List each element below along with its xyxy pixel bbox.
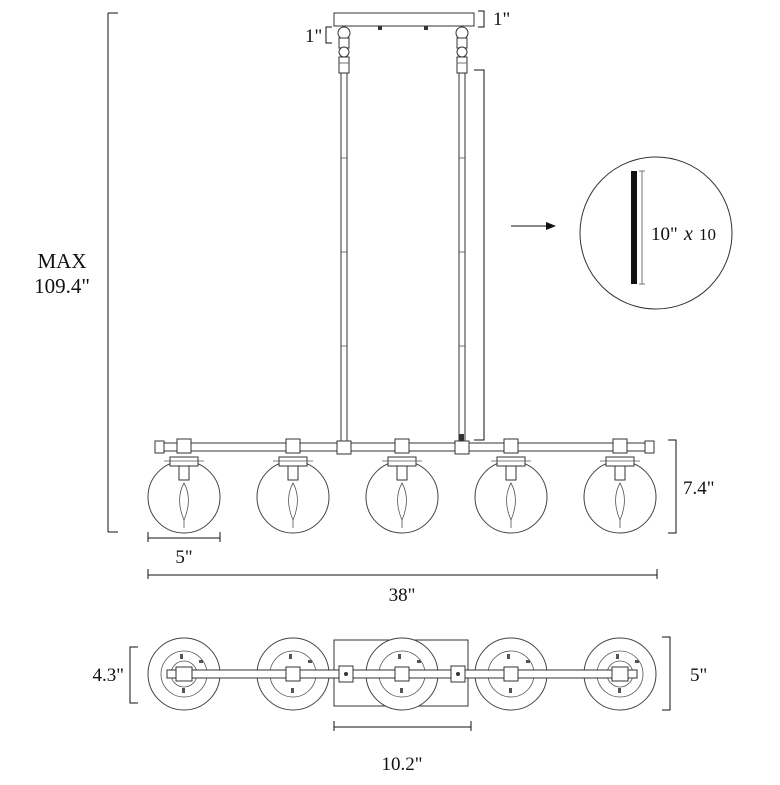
rod-length-dimension [474,69,485,441]
canopy-height-right: 1" [493,9,510,30]
rod-detail-rod [631,171,637,284]
rod-count: 10 [699,225,716,244]
rod-count-sign: x [683,223,693,245]
left-suspension [337,26,351,442]
globe [583,438,657,534]
canopy: 1" 1" [305,9,510,47]
rod-detail-callout: 10" x 10 [511,156,733,310]
overall-length-dimension: 38" [147,569,658,606]
globe-width-dimension: 5" [147,532,221,568]
globe [365,438,439,534]
top-view [147,637,657,711]
right-suspension [455,26,469,442]
right-rod-mount [454,440,470,455]
left-rod-mount [336,440,352,455]
globe [147,438,221,534]
globe [474,438,548,534]
max-height-dimension: MAX 109.4" [25,12,118,533]
canopy-height-left: 1" [305,26,322,47]
globe-width-label: 5" [175,547,192,568]
canopy-length-dimension: 10.2" [333,721,472,775]
front-globes [147,438,657,534]
top-view-depth-dimension: 4.3" [92,646,138,704]
overall-length-label: 38" [389,585,416,606]
max-label: MAX [37,249,86,273]
globe [256,438,330,534]
fixture-height-dimension: 7.4" [668,439,715,534]
top-view-globe-label: 5" [690,665,707,686]
rod-length-label: 10" [651,224,678,245]
canopy-length-label: 10.2" [381,754,422,775]
top-view-depth-label: 4.3" [92,665,124,686]
top-view-globe-dimension: 5" [662,636,707,711]
fixture-height-label: 7.4" [683,478,715,499]
max-height-value: 109.4" [34,274,90,298]
